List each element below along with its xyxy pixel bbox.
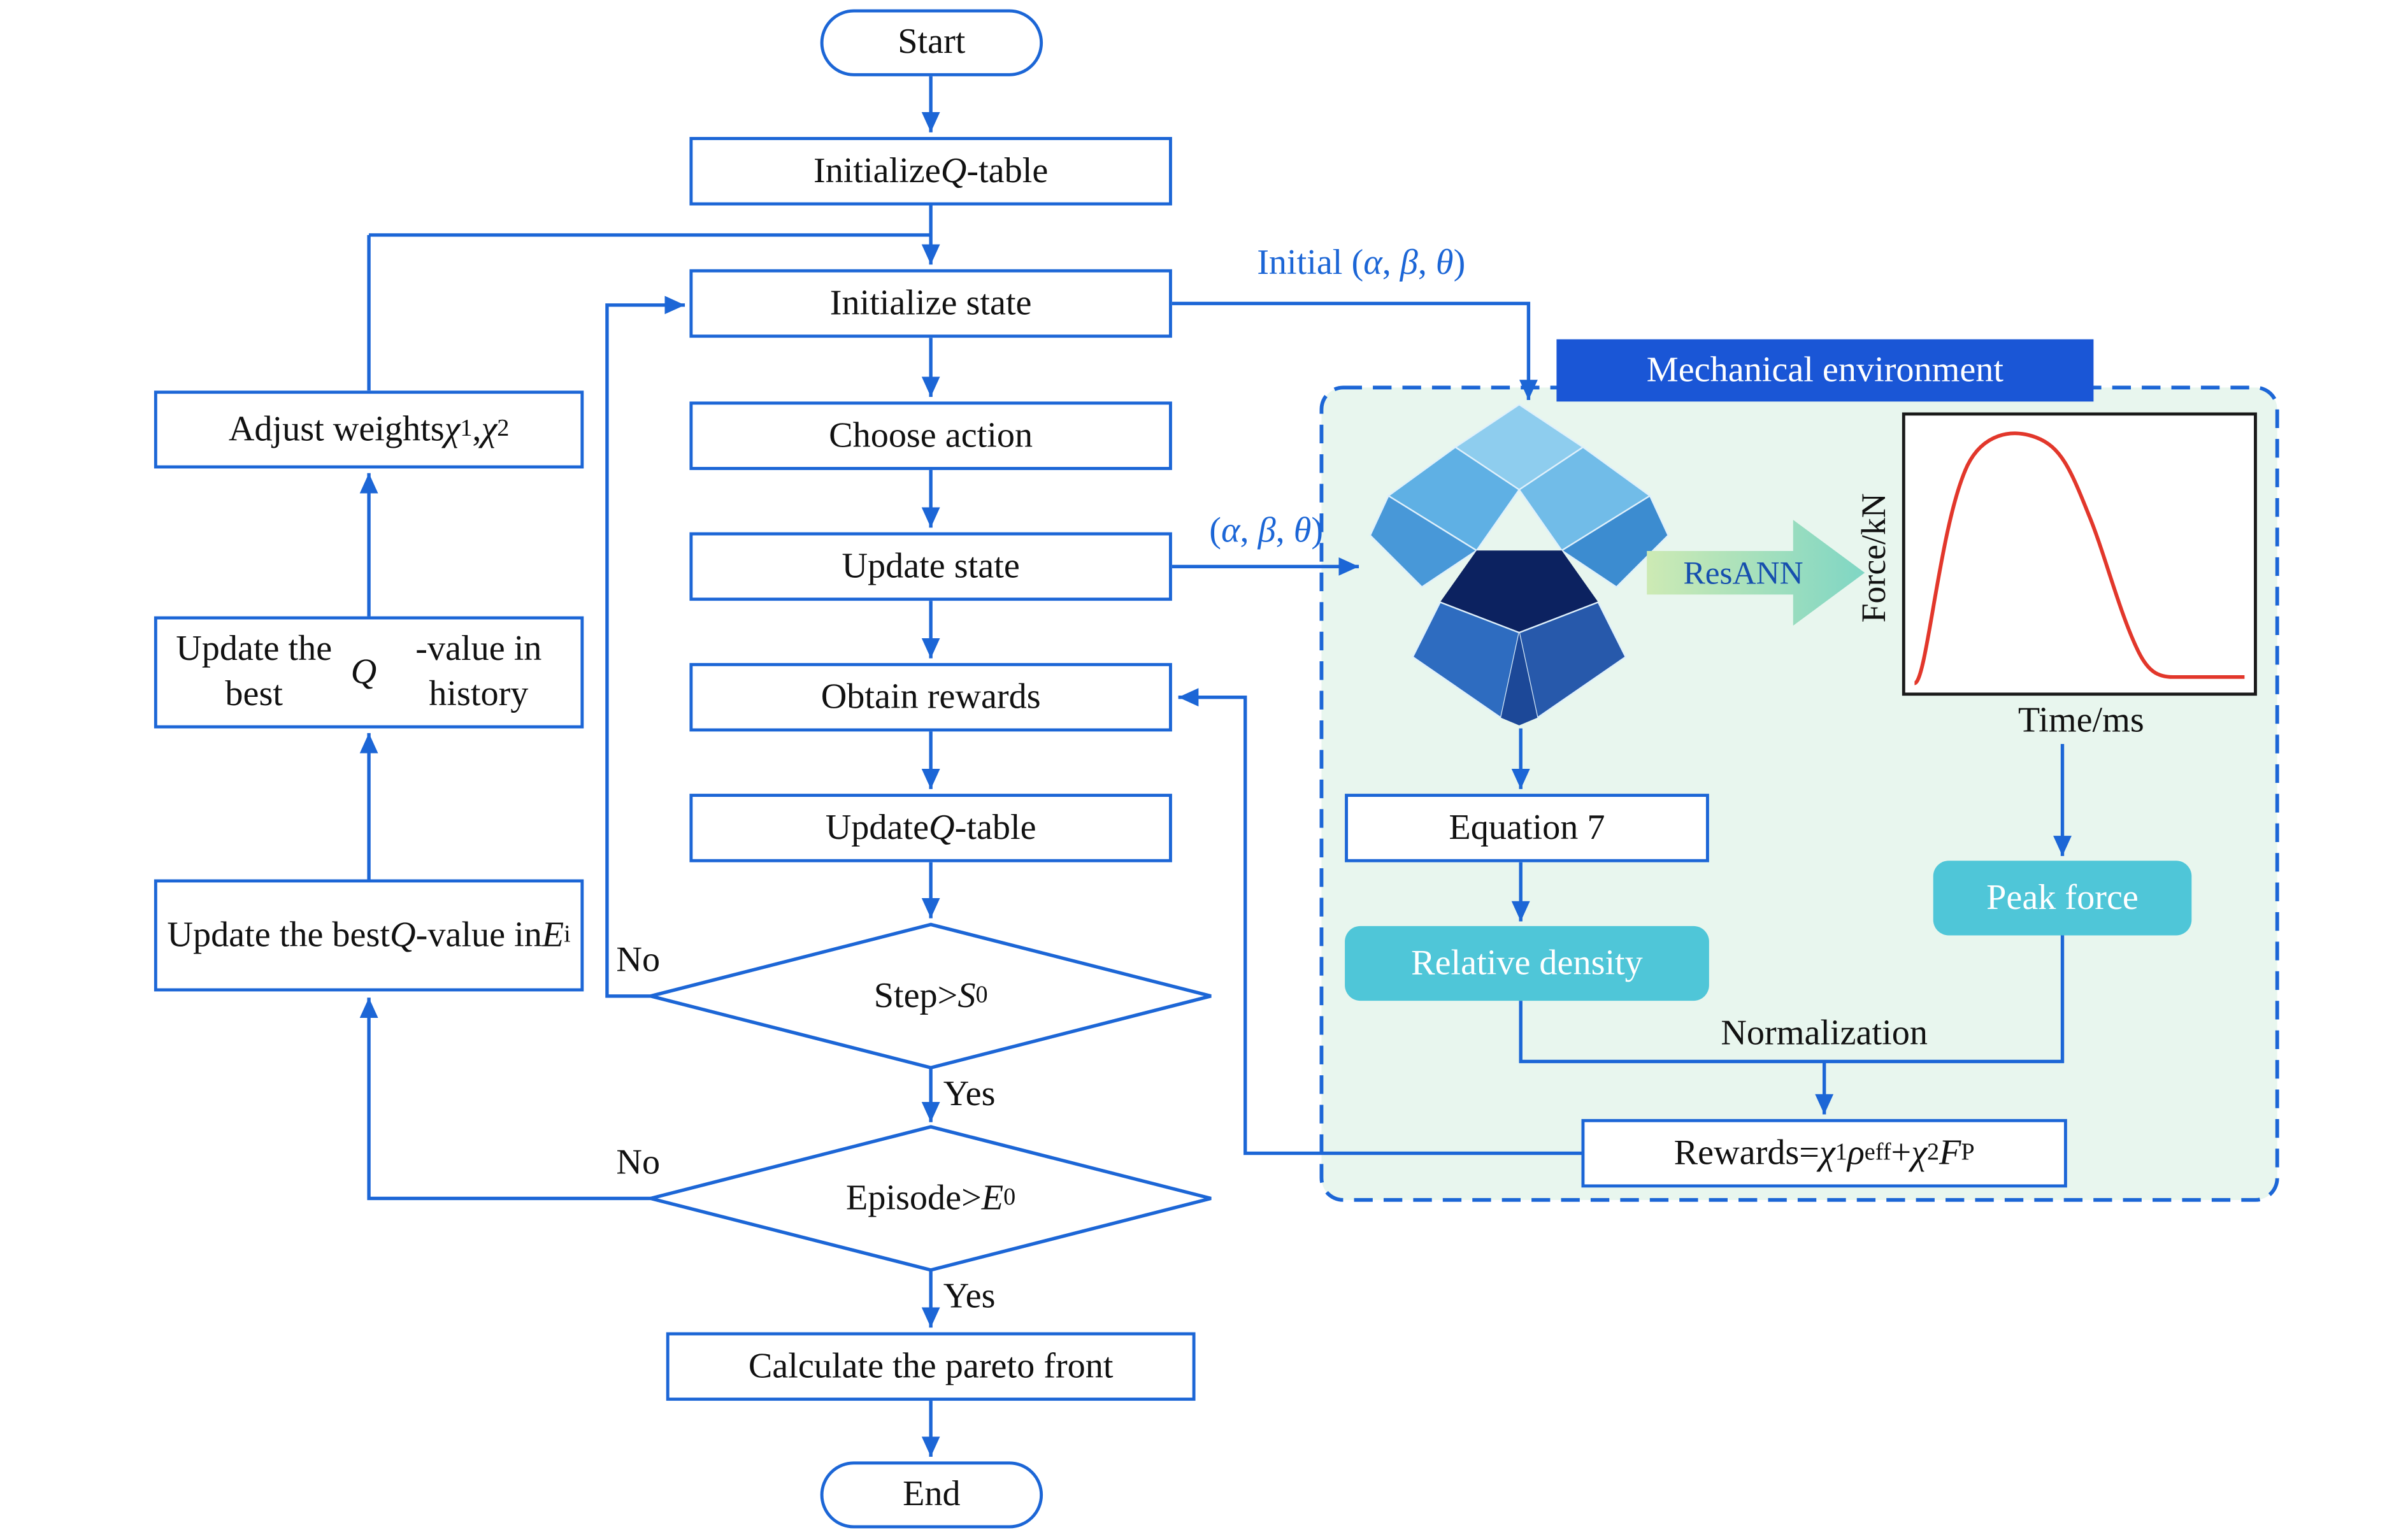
resann-arrow: [1647, 520, 1865, 626]
force-curve: [1913, 431, 2245, 685]
plot-xlabel: Time/ms: [2017, 700, 2144, 740]
node-obtain-rewards: Obtain rewards: [689, 662, 1172, 732]
node-equation7: Equation 7: [1345, 794, 1709, 862]
node-choose-action: Choose action: [689, 401, 1172, 470]
force-time-plot: [1902, 412, 2257, 696]
node-peak-force: Peak force: [1933, 861, 2192, 936]
resann-label: ResANN: [1683, 554, 1803, 592]
node-end: End: [820, 1461, 1043, 1529]
label-initial-alpha-beta-theta: Initial (α, β, θ): [1257, 243, 1466, 282]
flow-arrows: [359, 76, 2072, 1457]
label-alpha-beta-theta: (α, β, θ): [1209, 510, 1324, 550]
node-initialize-qtable: Initialize Q-table: [689, 137, 1172, 206]
node-relative-density: Relative density: [1345, 926, 1709, 1001]
label-step-yes: Yes: [943, 1073, 996, 1113]
node-update-qtable: Update Q-table: [689, 794, 1172, 862]
plot-ylabel: Force/kN: [1854, 492, 1893, 622]
label-episode-no: No: [616, 1142, 661, 1182]
node-update-state: Update state: [689, 532, 1172, 601]
node-calculate-pareto-front: Calculate the pareto front: [666, 1332, 1196, 1401]
mechanical-environment-title: Mechanical environment: [1556, 339, 2094, 402]
label-step-no: No: [616, 940, 661, 979]
node-start: Start: [820, 9, 1043, 76]
label-normalization: Normalization: [1721, 1013, 1928, 1052]
node-initialize-state: Initialize state: [689, 269, 1172, 338]
lattice-structure-graphic: [1369, 403, 1670, 726]
label-episode-yes: Yes: [943, 1276, 996, 1315]
